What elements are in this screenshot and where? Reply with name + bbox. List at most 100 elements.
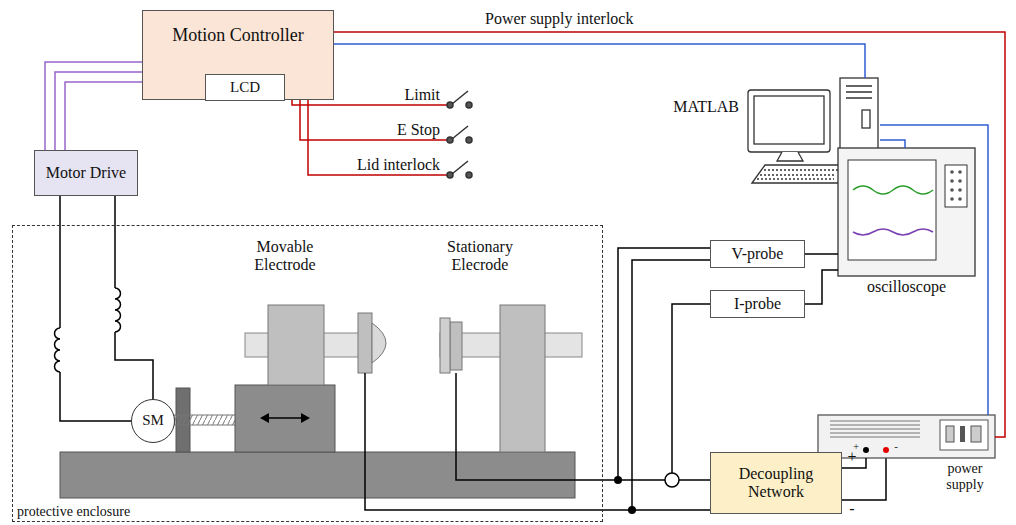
node-label: MATLAB [665, 98, 739, 116]
monitor [748, 90, 830, 152]
switch-symbol [447, 102, 453, 108]
power-supply-icon [818, 415, 995, 458]
wire [365, 373, 710, 510]
scope-screen [848, 160, 936, 260]
node-label: Motion Controller [143, 25, 333, 46]
edge-label: Power supply interlock [485, 10, 633, 28]
scope-buttons [950, 170, 954, 174]
coil-symbol [55, 328, 61, 372]
supply-panel [940, 420, 988, 450]
power-supply: power supply [818, 415, 995, 458]
test-rig [60, 305, 582, 498]
terminal [883, 447, 889, 453]
connector [880, 125, 988, 415]
motor-circle: SM [131, 399, 175, 443]
electrode-dome [372, 323, 386, 363]
scope-buttons [958, 188, 962, 192]
node-label: oscilloscope [838, 278, 975, 296]
switch-symbol [466, 102, 472, 108]
computer: MATLAB [745, 78, 880, 185]
node-label: SM [142, 412, 164, 429]
tower-detail [846, 86, 872, 98]
wire [632, 260, 710, 510]
connector [60, 196, 153, 421]
supply-panel [960, 426, 965, 442]
oscilloscope: oscilloscope [838, 148, 975, 276]
scope-buttons [958, 170, 962, 174]
keyboard [752, 165, 846, 183]
connector [334, 32, 1005, 437]
polarity-sign: - [891, 441, 901, 452]
switch-symbol [447, 137, 453, 143]
wire [840, 458, 886, 500]
drive-box: Motor Drive [34, 150, 138, 196]
current-sensor [665, 473, 679, 487]
coil-gap [108, 288, 122, 332]
coil-gap [53, 328, 67, 372]
node-label: I-probe [734, 295, 781, 313]
switch-symbol [466, 172, 472, 178]
probe-box: V-probe [710, 240, 805, 268]
junction-dot [628, 506, 636, 514]
connector [880, 140, 905, 148]
tower-detail [862, 110, 870, 128]
polarity-sign: - [845, 501, 859, 517]
node-label: Decoupling Network [714, 465, 838, 502]
switch-label: Limit [370, 86, 440, 104]
junction-dot [614, 476, 622, 484]
scope-buttons [950, 188, 954, 192]
switch-symbol [452, 91, 468, 104]
motion-arrow [260, 413, 310, 423]
scope-buttons [950, 197, 954, 201]
terminal [863, 447, 869, 453]
decoupling-box: Decoupling Network [710, 452, 842, 514]
stationary-electrode [440, 318, 450, 373]
coil-symbol [115, 288, 121, 332]
monitor-screen [754, 96, 824, 144]
motion-arrow [266, 417, 304, 419]
wire [672, 304, 710, 473]
monitor-stand [777, 152, 803, 161]
keyboard-keys [757, 170, 838, 179]
supply-body [818, 415, 995, 458]
scope-panel [945, 165, 967, 207]
stationary-electrode [450, 322, 462, 370]
trace [853, 186, 933, 194]
base-plate [60, 452, 575, 498]
controller-box: Motion ControllerLCD [142, 10, 334, 100]
scope-buttons [950, 179, 954, 183]
node-label: Motor Drive [46, 164, 126, 182]
node-label: V-probe [732, 245, 784, 263]
connector [45, 62, 142, 150]
switch-label: E Stop [360, 121, 440, 139]
stationary-holder [500, 305, 545, 452]
node-label: protective enclosure [17, 504, 217, 520]
switch-symbol [452, 126, 468, 139]
node-label: power supply [935, 461, 995, 493]
supply-panel [971, 426, 981, 442]
polarity-sign: + [845, 449, 859, 465]
switch-symbol [452, 161, 468, 174]
connector [805, 270, 838, 304]
part-name: Stationary Elecrode [428, 238, 532, 275]
movable-electrode [358, 313, 372, 373]
movable-holder [268, 305, 324, 385]
carriage [235, 385, 335, 452]
switch-symbol [447, 172, 453, 178]
scope-buttons [950, 170, 962, 201]
scope-buttons [958, 197, 962, 201]
probe-box: I-probe [710, 290, 805, 318]
vents [830, 421, 920, 437]
supply-panel [946, 426, 954, 442]
lcd-box: LCD [205, 74, 285, 101]
oscilloscope-icon [838, 148, 975, 276]
switch-symbol [466, 137, 472, 143]
part-name: Movable Electrode [235, 238, 335, 275]
scope-buttons [958, 179, 962, 183]
switches [292, 91, 472, 178]
trace [853, 229, 933, 235]
lead-screw [174, 415, 236, 425]
scope-body [838, 148, 975, 276]
switch-label: Lid interlock [320, 156, 440, 174]
